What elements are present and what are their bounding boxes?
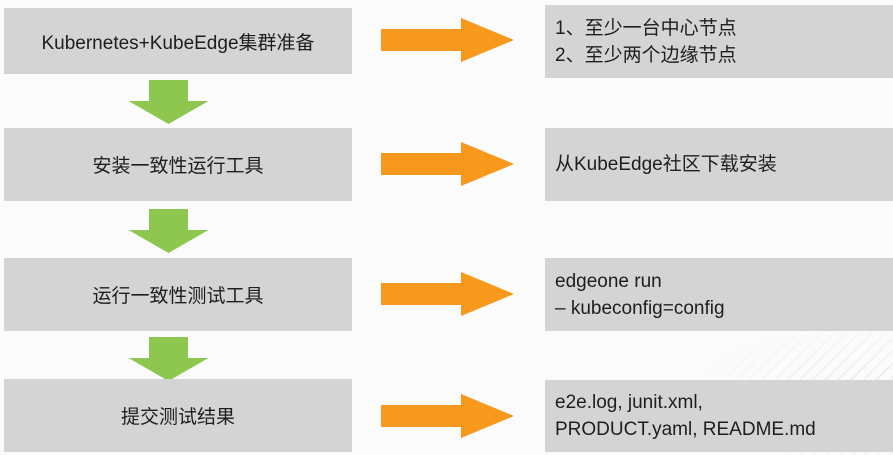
right-arrow-shape — [381, 394, 514, 438]
down-arrow-shape — [128, 80, 209, 124]
step-box-submit-results: 提交测试结果 — [4, 379, 352, 452]
detail-line: 2、至少两个边缘节点 — [555, 44, 737, 66]
right-arrow-shape — [381, 18, 514, 62]
step-label: 提交测试结果 — [120, 407, 235, 428]
down-arrow-shape — [128, 337, 209, 381]
step-box-cluster-preparation: Kubernetes+KubeEdge集群准备 — [4, 8, 352, 74]
detail-box-cluster-preparation: 1、至少一台中心节点 2、至少两个边缘节点 — [545, 5, 893, 78]
detail-line: e2e.log, junit.xml, — [555, 392, 703, 413]
step-label: 运行一致性测试工具 — [92, 286, 264, 307]
right-arrow-icon — [381, 272, 514, 316]
detail-line: 1、至少一台中心节点 — [555, 17, 737, 39]
down-arrow-shape — [128, 209, 209, 253]
step-box-install-tool: 安装一致性运行工具 — [4, 128, 352, 201]
down-arrow-icon — [128, 209, 209, 253]
step-label: 安装一致性运行工具 — [92, 156, 264, 177]
right-arrow-icon — [381, 18, 514, 62]
down-arrow-icon — [128, 80, 209, 124]
right-arrow-icon — [381, 142, 514, 186]
step-box-run-test-tool: 运行一致性测试工具 — [4, 258, 352, 331]
detail-line: 从KubeEdge社区下载安装 — [555, 154, 777, 175]
detail-line: – kubeconfig=config — [555, 297, 725, 319]
detail-line: edgeone run — [555, 270, 662, 292]
detail-box-install-tool: 从KubeEdge社区下载安装 — [545, 128, 893, 201]
detail-line: PRODUCT.yaml, README.md — [555, 419, 816, 440]
detail-box-run-command: edgeone run – kubeconfig=config — [545, 258, 893, 331]
step-label: Kubernetes+KubeEdge集群准备 — [41, 32, 315, 54]
right-arrow-shape — [381, 142, 514, 186]
detail-box-result-files: e2e.log, junit.xml, PRODUCT.yaml, README… — [545, 380, 893, 452]
down-arrow-icon — [128, 337, 209, 381]
right-arrow-shape — [381, 272, 514, 316]
right-arrow-icon — [381, 394, 514, 438]
